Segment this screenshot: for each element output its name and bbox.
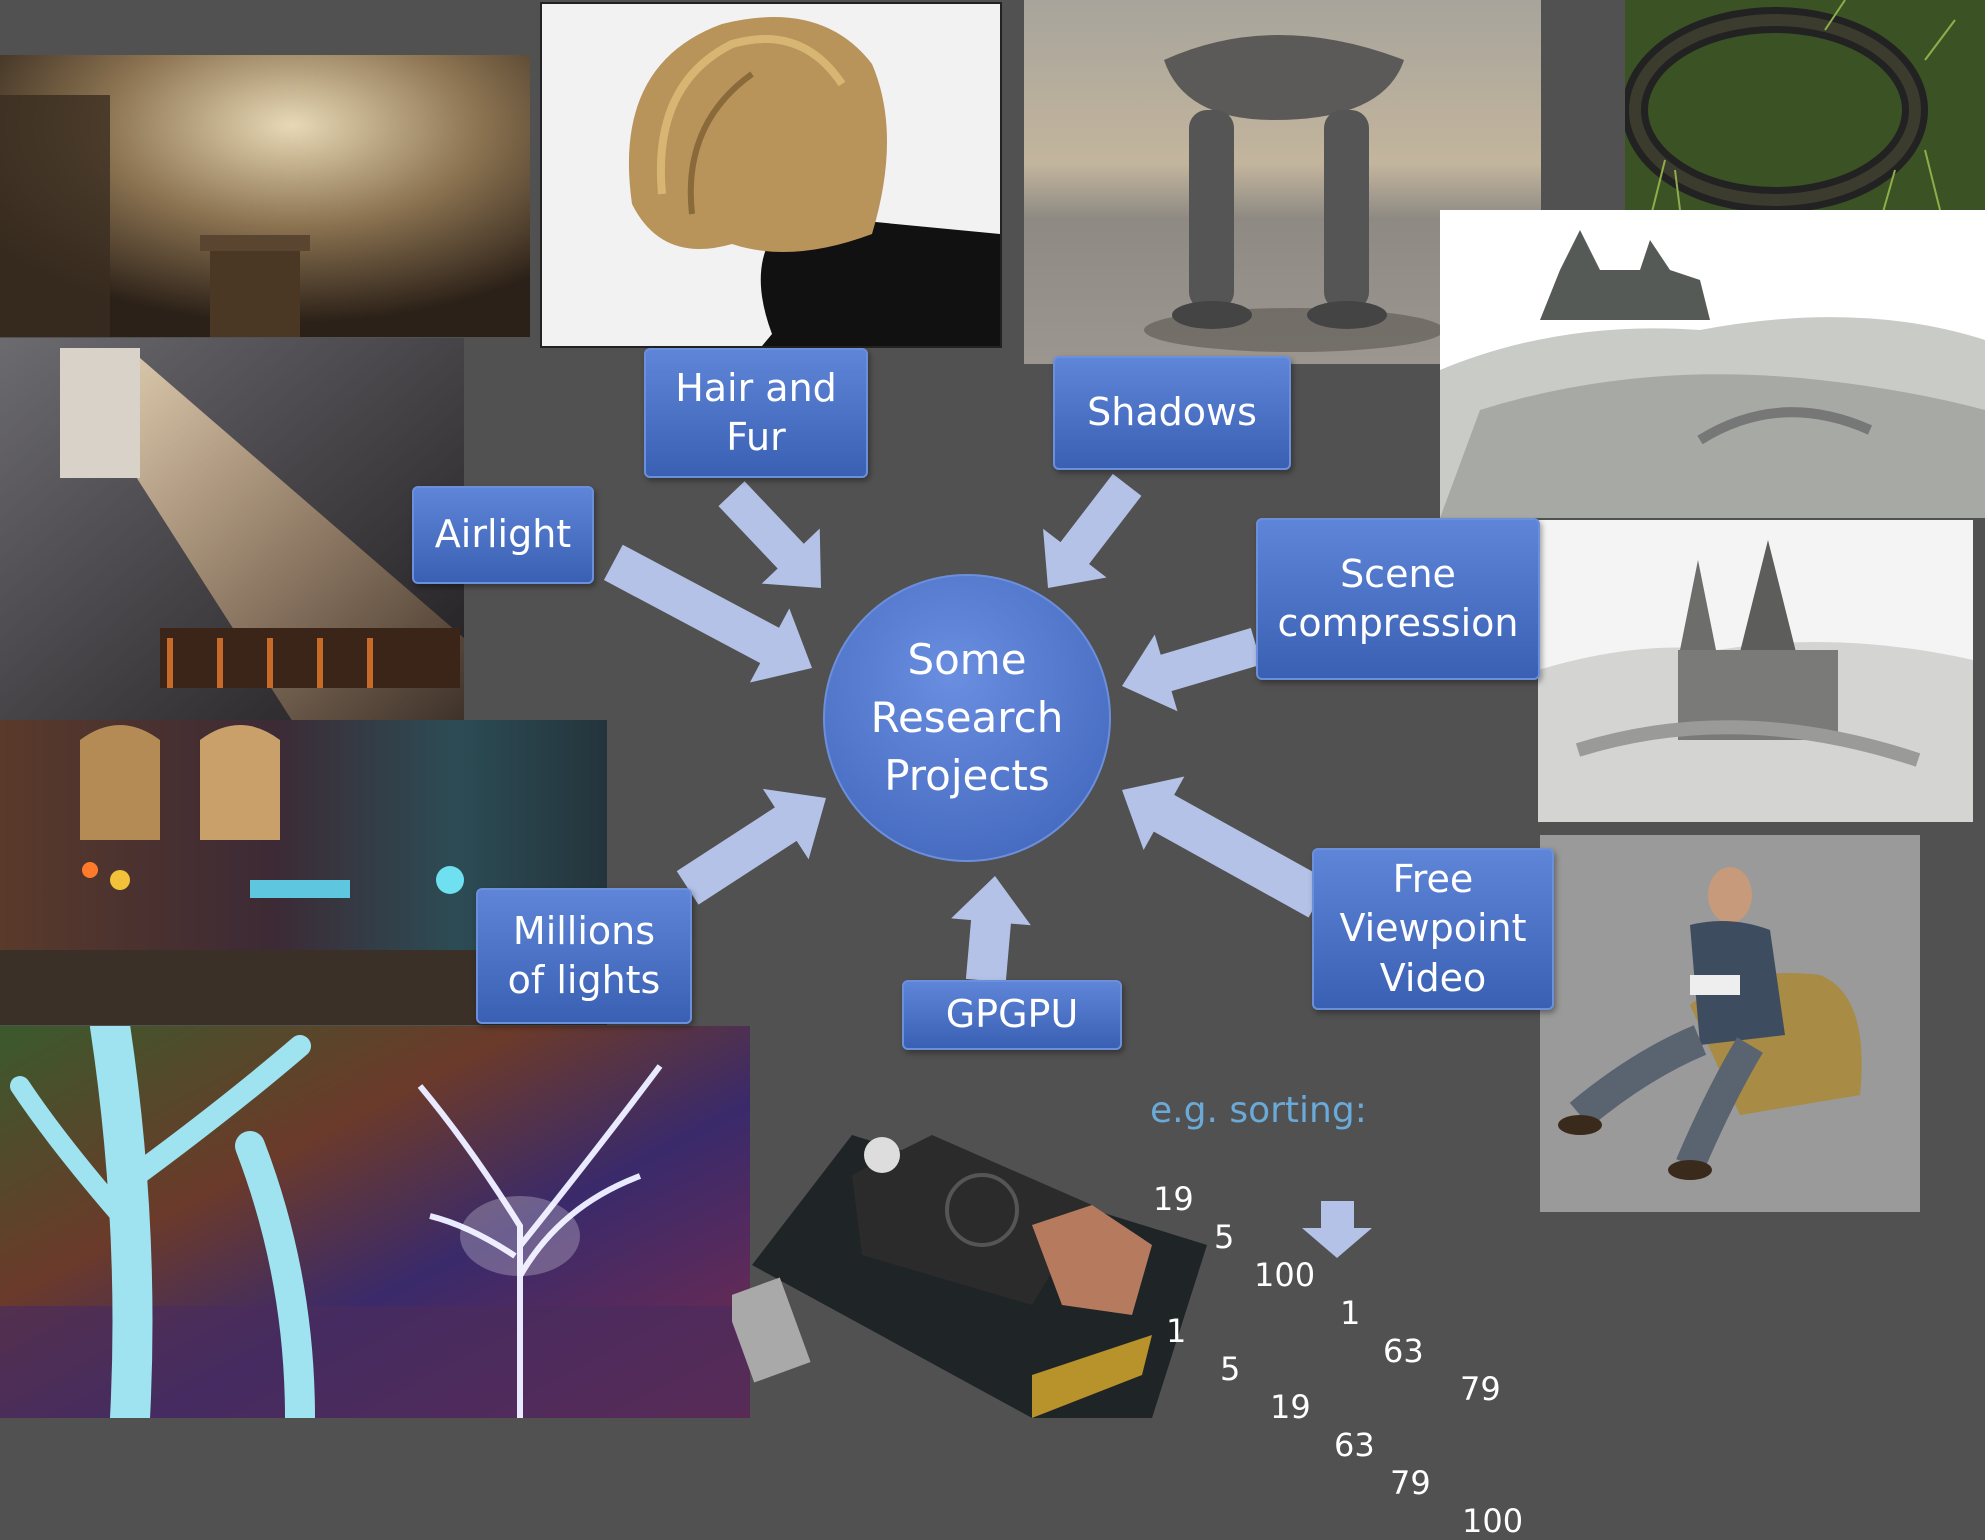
center-line-2: Research [871,689,1064,747]
node-millions-of-lights: Millions of lights [476,888,692,1024]
node-hair-and-fur: Hair and Fur [644,348,868,478]
sorting-heading: e.g. sorting: [1150,1090,1367,1131]
node-free-viewpoint-video: Free Viewpoint Video [1312,848,1554,1010]
sequence-after-item: 100 [1462,1502,1523,1540]
sequence-after-item: 1 [1166,1312,1186,1350]
sequence-before-item: 5 [1214,1218,1234,1256]
center-line-3: Projects [871,747,1064,805]
node-hair-line-1: Hair and [675,364,837,413]
node-shadows-label: Shadows [1087,388,1257,437]
sort-down-arrow [1302,1201,1372,1258]
sequence-before-item: 19 [1153,1180,1194,1218]
node-airlight: Airlight [412,486,594,584]
node-scene-line-2: compression [1278,599,1519,648]
node-lights-line-2: of lights [508,956,661,1005]
arrow-hair-to-center [702,466,850,615]
sequence-after-item: 5 [1220,1350,1240,1388]
node-gpgpu-label: GPGPU [946,990,1079,1039]
node-hair-line-2: Fur [675,413,837,462]
center-node: Some Research Projects [823,574,1111,862]
node-airlight-label: Airlight [435,510,571,559]
sequence-after-item: 19 [1270,1388,1311,1426]
node-scene-compression: Scene compression [1256,518,1540,680]
node-video-line-1: Free [1339,855,1526,904]
sequence-after: 1 5 19 63 79 100 [0,1274,1985,1314]
arrow-lights-to-center [665,763,849,923]
arrow-shadows-to-center [1016,461,1159,613]
node-video-line-3: Video [1339,954,1526,1003]
sequence-after-item: 79 [1390,1464,1431,1502]
node-shadows: Shadows [1053,356,1291,470]
arrow-scene-to-center [1111,608,1268,724]
sequence-before: 19 5 100 1 63 79 [0,1142,1985,1182]
node-video-line-2: Viewpoint [1339,904,1526,953]
node-gpgpu: GPGPU [902,980,1122,1050]
sequence-before-item: 63 [1383,1332,1424,1370]
sequence-before-item: 79 [1460,1370,1501,1408]
node-lights-line-1: Millions [508,907,661,956]
node-scene-line-1: Scene [1278,550,1519,599]
arrow-video-to-center [1102,753,1340,936]
arrow-gpgpu-to-center [946,873,1035,985]
sequence-after-item: 63 [1334,1426,1375,1464]
center-line-1: Some [871,631,1064,689]
